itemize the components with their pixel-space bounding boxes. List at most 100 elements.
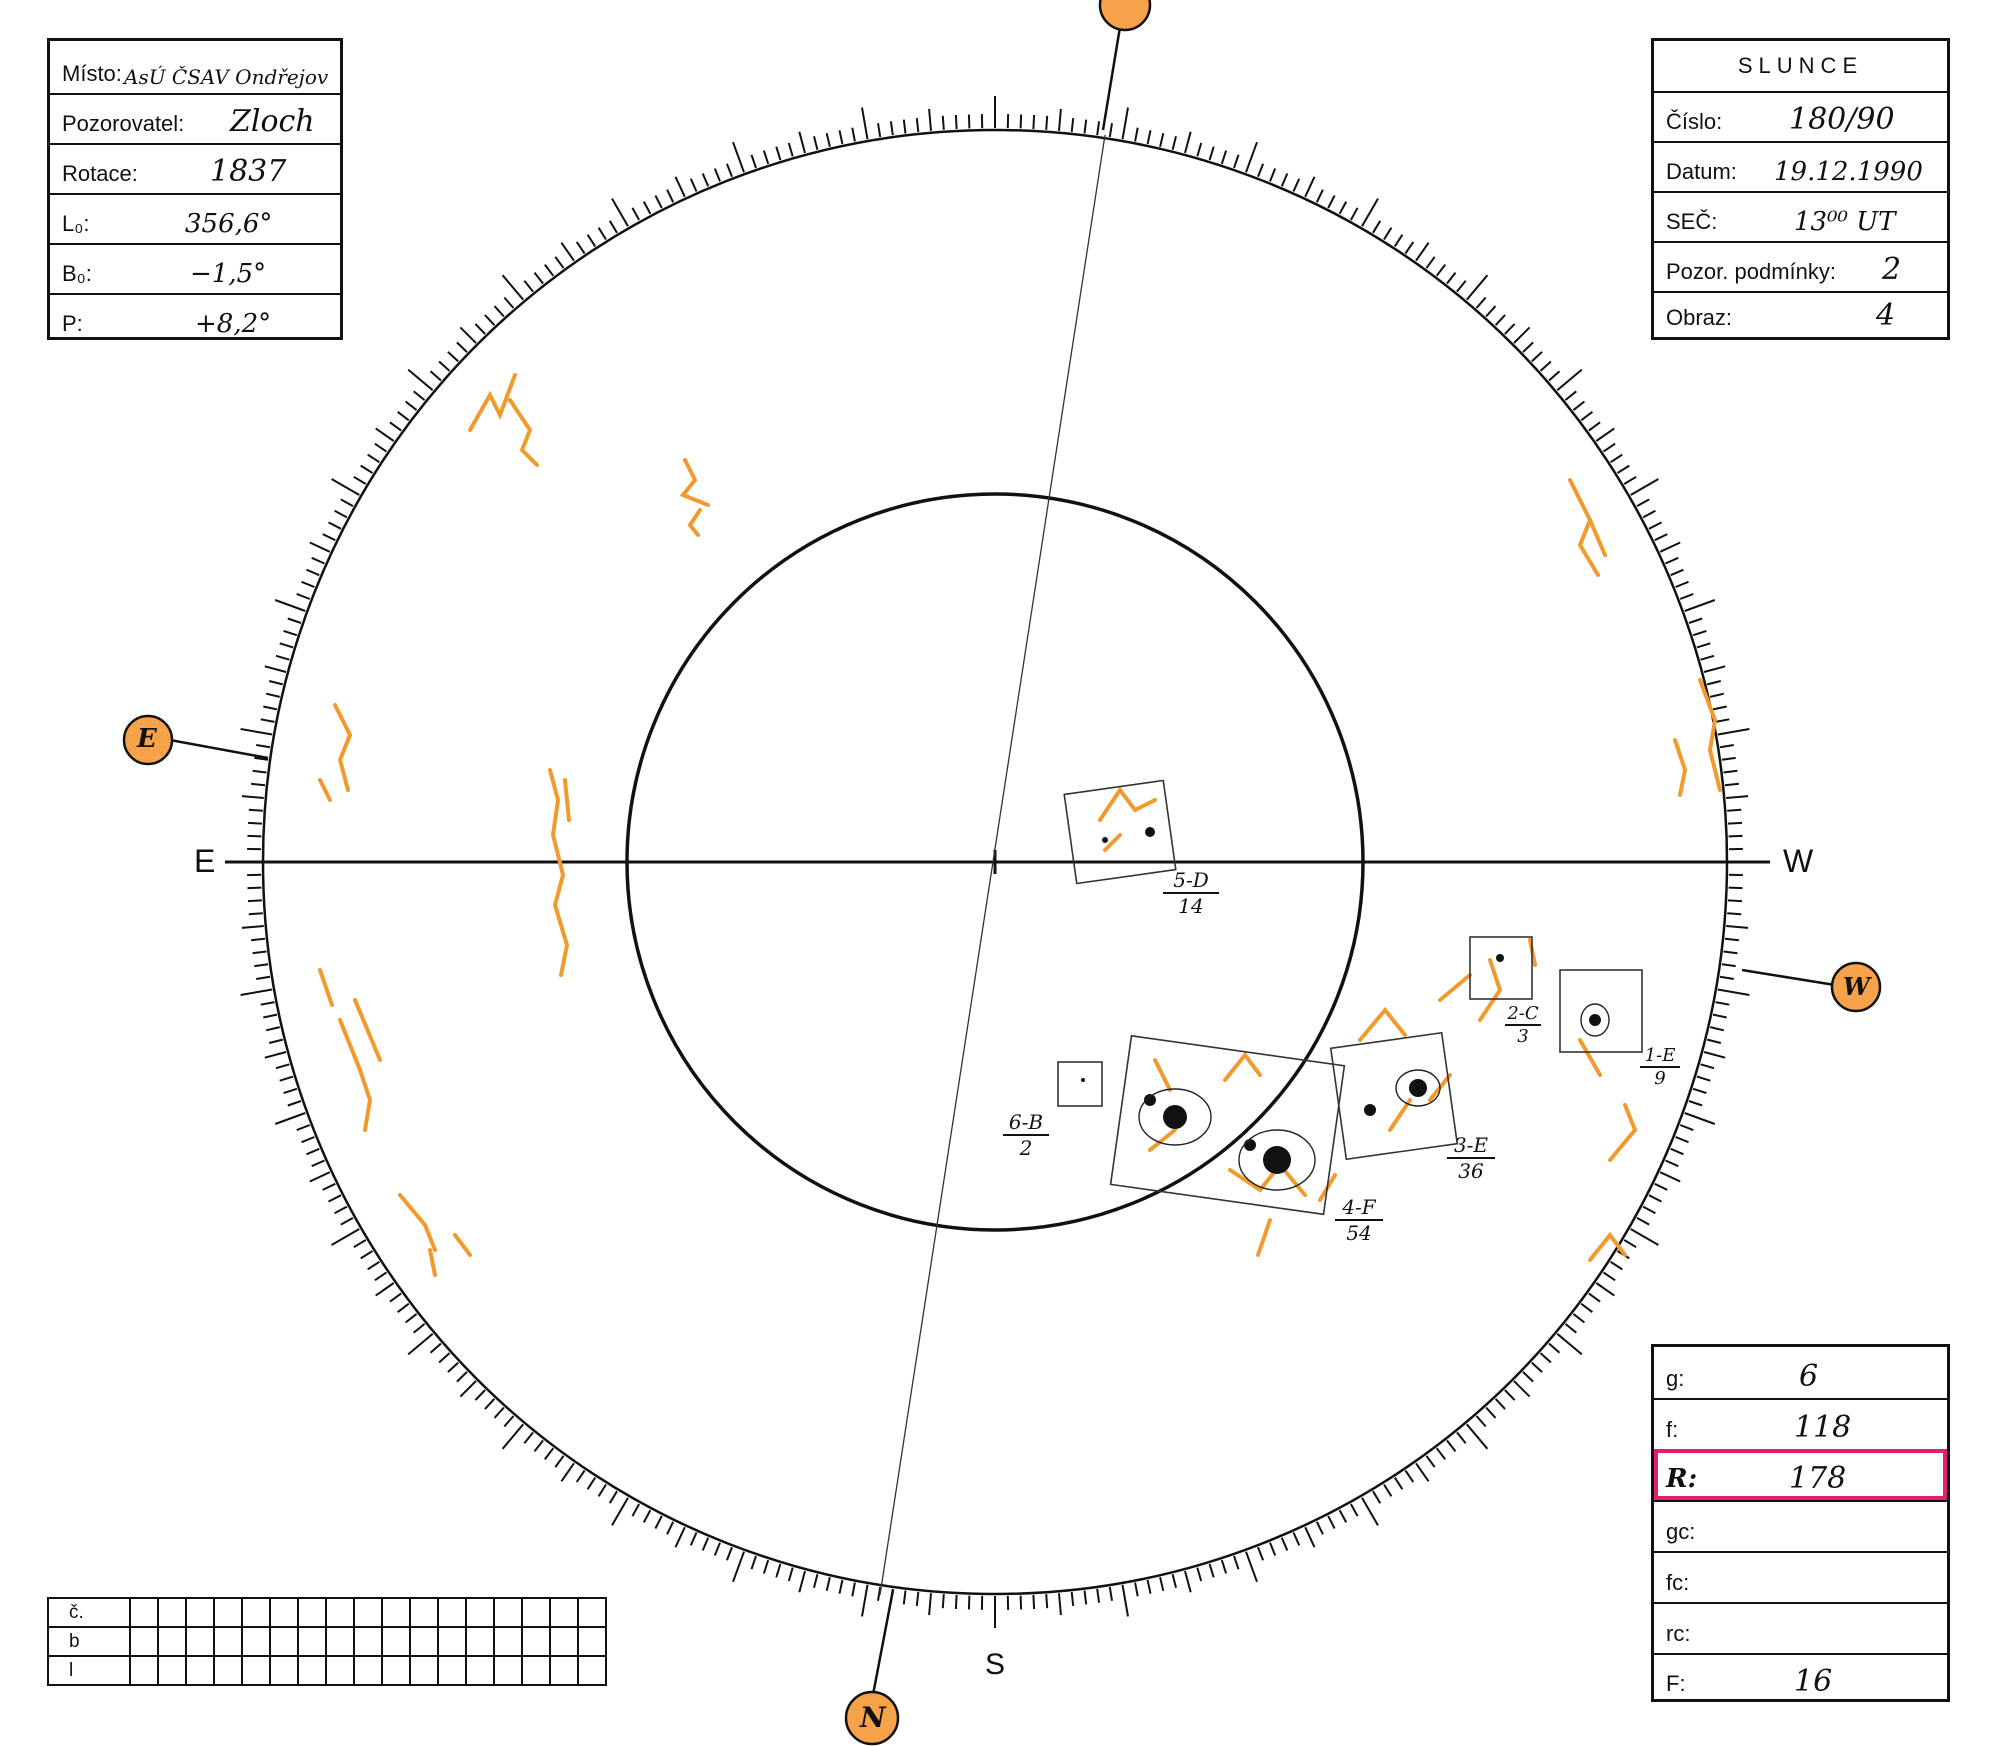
degree-tick	[1350, 1503, 1359, 1517]
degree-tick	[1648, 521, 1662, 530]
east-marker-circle	[122, 714, 174, 766]
degree-tick	[247, 834, 262, 838]
grid-cell	[157, 1655, 187, 1686]
degree-tick	[353, 475, 367, 485]
fc-label: fc:	[1666, 1570, 1690, 1595]
degree-tick	[674, 1526, 686, 1548]
degree-tick	[268, 680, 284, 686]
degree-tick	[941, 1594, 945, 1609]
grid-cell	[157, 1597, 187, 1628]
time-value: 13⁰⁰ UT	[1794, 207, 1896, 237]
degree-tick	[456, 341, 468, 353]
degree-tick	[838, 130, 844, 145]
degree-tick	[1623, 1239, 1637, 1249]
degree-tick	[544, 1447, 555, 1461]
degree-tick	[725, 1546, 733, 1561]
row-rotation: Rotace: 1837	[50, 143, 340, 193]
degree-tick	[861, 107, 869, 140]
grid-cell	[297, 1597, 327, 1628]
degree-tick	[241, 795, 264, 799]
grid-cell	[381, 1655, 411, 1686]
f-label: f:	[1666, 1417, 1679, 1442]
degree-tick	[1588, 1292, 1601, 1303]
degree-tick	[1642, 509, 1656, 519]
degree-tick	[456, 1371, 468, 1383]
degree-tick	[1466, 1423, 1489, 1450]
degree-tick	[725, 163, 733, 178]
degree-tick	[375, 427, 395, 442]
degree-tick	[1292, 1532, 1301, 1546]
degree-tick	[296, 1124, 311, 1132]
degree-tick	[1134, 1582, 1139, 1597]
facula	[1148, 1051, 1262, 1152]
facula	[1568, 478, 1607, 577]
f-value: 118	[1794, 1410, 1852, 1445]
degree-tick	[311, 556, 325, 565]
degree-tick	[306, 568, 320, 577]
degree-tick	[1675, 1136, 1689, 1144]
degree-tick	[331, 1228, 360, 1246]
degree-tick	[374, 1271, 388, 1282]
degree-tick	[1548, 370, 1561, 382]
degree-tick	[1159, 1576, 1165, 1592]
grid-cell	[325, 1655, 355, 1686]
degree-tick	[301, 580, 315, 588]
sunspot-umbrae	[1081, 827, 1601, 1174]
degree-tick	[1588, 421, 1601, 432]
degree-tick	[241, 925, 264, 929]
row-time: SEČ: 13⁰⁰ UT	[1654, 191, 1947, 241]
grid-cell	[577, 1655, 607, 1686]
degree-tick	[1692, 629, 1707, 637]
number-label: Číslo:	[1666, 109, 1723, 134]
grid-cell	[241, 1597, 271, 1628]
degree-tick	[1602, 1271, 1616, 1282]
degree-tick	[1727, 912, 1742, 916]
degree-tick	[413, 1323, 426, 1334]
degree-tick	[787, 1567, 794, 1582]
degree-tick	[902, 119, 907, 134]
degree-tick	[608, 220, 618, 234]
degree-tick	[501, 1423, 524, 1450]
degree-tick	[1304, 176, 1316, 198]
grid-cell	[493, 1597, 523, 1628]
degree-tick	[1019, 1595, 1023, 1610]
location-value: AsÚ ČSAV Ondřejov	[124, 65, 329, 89]
degree-tick	[1338, 1509, 1348, 1523]
facula	[318, 703, 353, 802]
grid-cell	[549, 1626, 579, 1657]
observer-label: Pozorovatel:	[62, 111, 185, 136]
degree-tick	[1648, 1194, 1662, 1203]
degree-tick	[1159, 132, 1165, 148]
grid-cell	[185, 1597, 215, 1628]
degree-tick	[689, 1532, 698, 1546]
penumbra	[1138, 1088, 1212, 1146]
degree-tick	[1208, 1563, 1215, 1578]
degree-tick	[666, 1521, 675, 1535]
degree-tick	[334, 1205, 348, 1215]
degree-tick	[575, 1469, 586, 1483]
facula	[1578, 1038, 1638, 1262]
degree-tick	[360, 464, 374, 474]
degree-tick	[1709, 692, 1725, 698]
sunspot	[1263, 1146, 1291, 1174]
grid-row: č.	[47, 1597, 607, 1628]
degree-tick	[1184, 1570, 1192, 1593]
facula	[1228, 1161, 1337, 1257]
degree-tick	[1425, 1455, 1436, 1468]
grid-cell	[325, 1626, 355, 1657]
marker-north-letter: N	[860, 1701, 886, 1734]
degree-tick	[1466, 274, 1489, 301]
degree-tick	[1504, 1389, 1516, 1401]
grid-cell	[129, 1626, 159, 1657]
degree-tick	[762, 1559, 770, 1574]
sunspot	[1081, 1078, 1085, 1082]
degree-tick	[256, 975, 271, 980]
marker-west-letter: W	[1843, 972, 1870, 1001]
degree-tick	[1721, 756, 1736, 761]
rc-label: rc:	[1666, 1621, 1691, 1646]
location-label: Místo:	[62, 61, 122, 86]
grid-cell	[409, 1655, 439, 1686]
degree-tick	[1494, 314, 1506, 326]
degree-tick	[268, 1038, 284, 1044]
row-P: P: +8,2°	[50, 293, 340, 343]
